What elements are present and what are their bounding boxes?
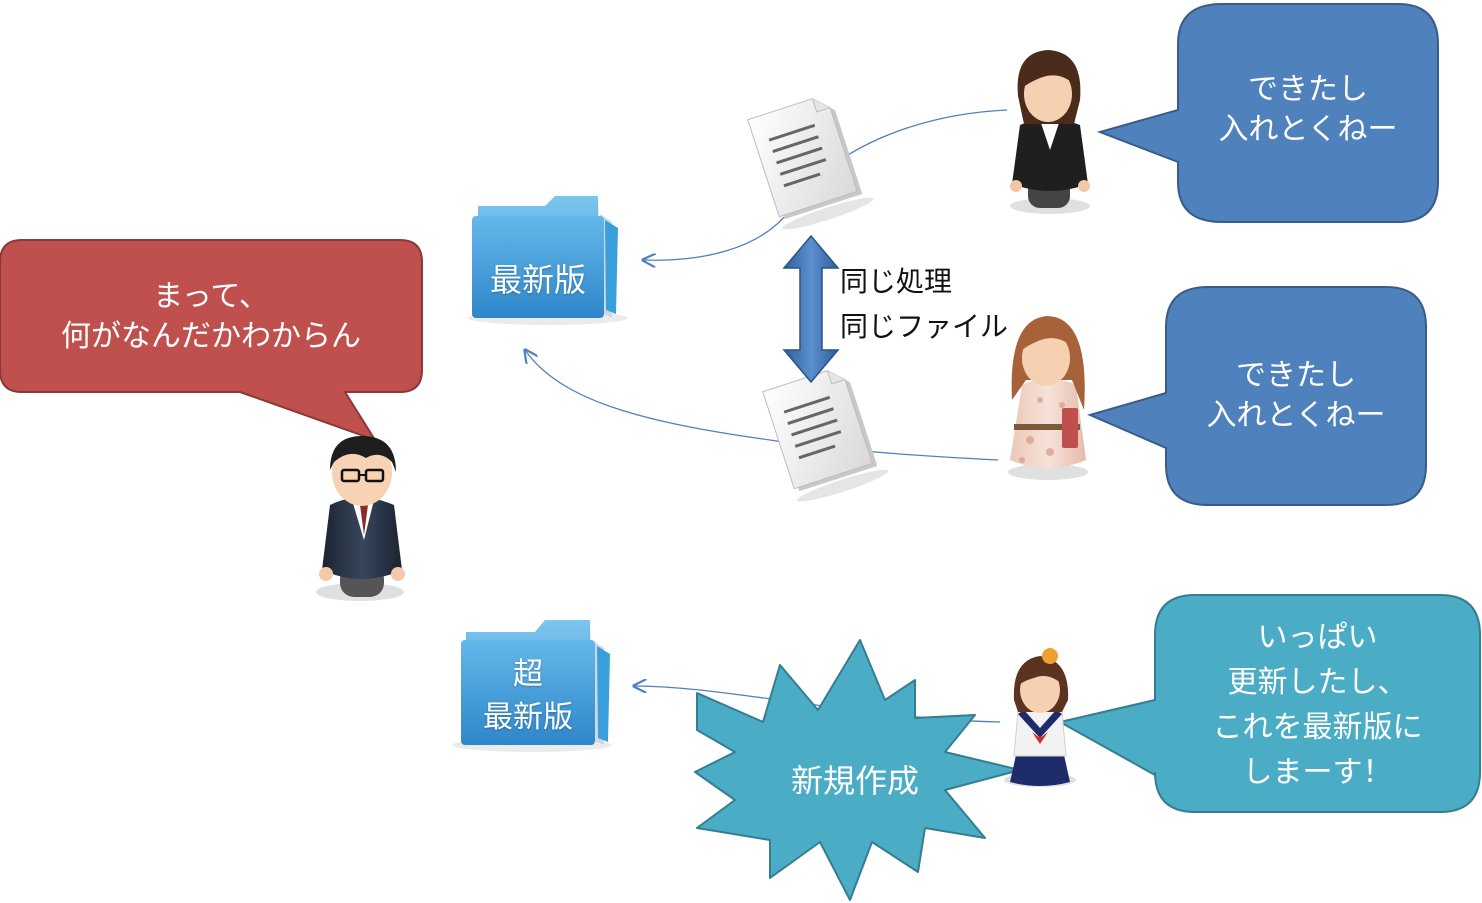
worker2-bubble-line: できたし <box>1236 358 1356 394</box>
sync-note-line: 同じファイル <box>840 310 1009 343</box>
boss-bubble-line: 何がなんだかわからん <box>61 319 361 354</box>
worker2-bubble-line: 入れとくねー <box>1206 398 1386 433</box>
worker1-bubble-line: できたし <box>1248 72 1368 108</box>
burst-line: 新規作成 <box>790 761 919 800</box>
woman-floral-dress-icon <box>1008 316 1088 480</box>
boss-speech-bubble <box>0 239 423 442</box>
worker1-speech-bubble <box>1096 3 1439 223</box>
document-icon <box>762 370 889 502</box>
worker3-bubble-line: しまーす！ <box>1242 754 1393 790</box>
worker1-bubble-text: できたし 入れとくねー <box>1178 40 1438 180</box>
new-creation-burst <box>694 639 1021 901</box>
folder-latest-label: 最新版 <box>472 240 604 320</box>
schoolgirl-uniform-icon <box>1004 648 1076 787</box>
sync-note: 同じ処理 同じファイル <box>840 260 1040 350</box>
businesswoman-suit-icon <box>1010 50 1090 214</box>
boss-bubble-text: まって、 何がなんだかわからん <box>0 262 422 372</box>
worker3-speech-bubble <box>1057 594 1481 813</box>
worker3-bubble-line: いっぱい <box>1257 619 1378 655</box>
folder-label-line: 超 <box>513 656 543 692</box>
worker3-bubble-line: これを最新版に <box>1212 709 1423 745</box>
worker1-bubble-line: 入れとくねー <box>1218 112 1398 147</box>
folder-label-line: 最新版 <box>489 260 586 299</box>
folder-icon[interactable] <box>468 196 628 325</box>
arrow-worker2-to-latest <box>525 350 999 461</box>
worker2-speech-bubble <box>1087 286 1427 506</box>
worker2-bubble-text: できたし 入れとくねー <box>1166 326 1426 466</box>
worker3-bubble-line: 更新したし、 <box>1227 664 1408 700</box>
boss-bubble-line: まって、 <box>153 279 269 315</box>
burst-text: 新規作成 <box>760 750 950 812</box>
folder-super-latest-label: 超 最新版 <box>461 646 595 746</box>
folder-icon[interactable] <box>452 620 612 752</box>
document-icon <box>747 98 874 230</box>
worker3-bubble-text: いっぱい 更新したし、 これを最新版に しまーす！ <box>1155 612 1480 797</box>
sync-note-line: 同じ処理 <box>840 265 953 299</box>
businessman-glasses-icon <box>316 436 405 601</box>
double-arrow-icon <box>782 234 840 384</box>
folder-label-line: 最新版 <box>483 700 573 735</box>
